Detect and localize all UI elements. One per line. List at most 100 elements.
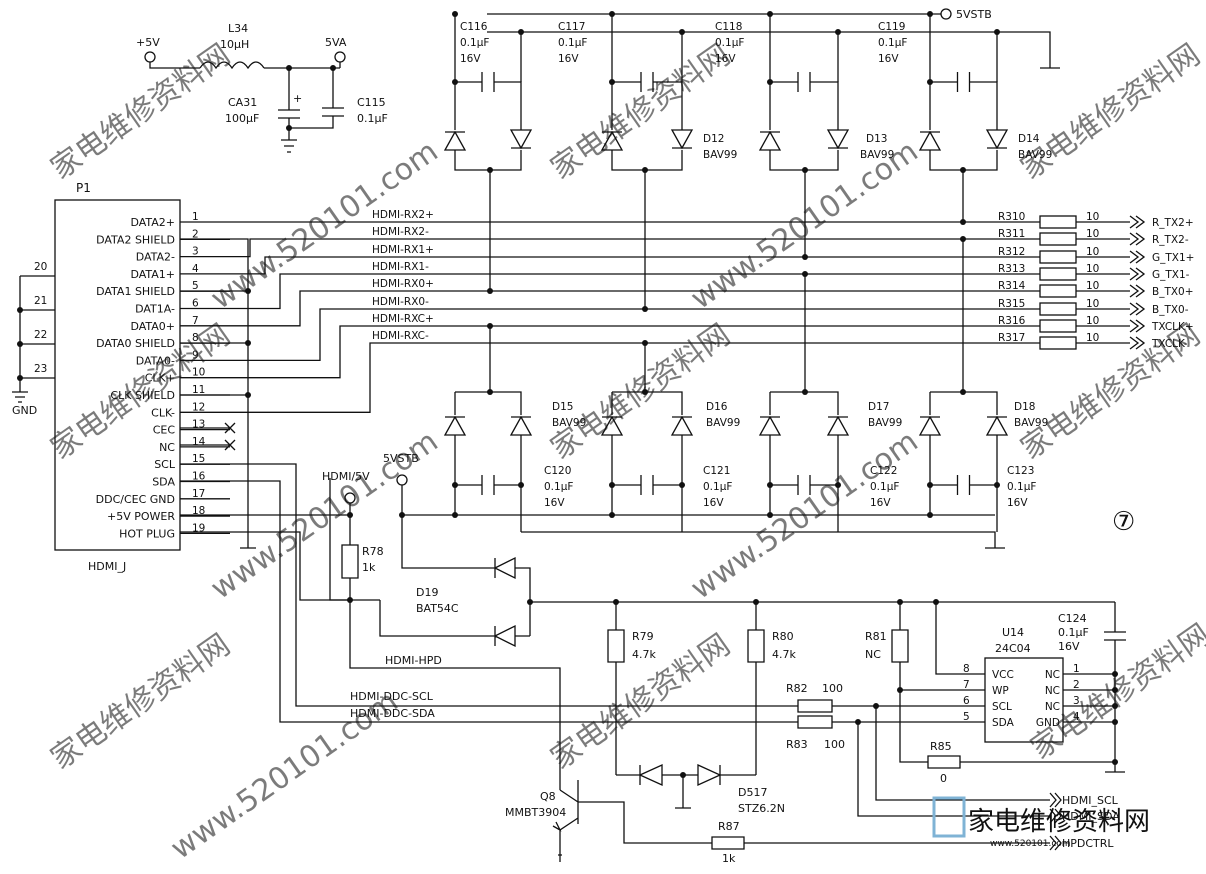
pin-number: 14 <box>192 436 206 448</box>
net-label: HDMI-RX0- <box>372 296 429 308</box>
pin-label: SDA <box>152 476 175 489</box>
cap-value: 0.1μF <box>878 37 907 49</box>
cap-ca31 <box>278 68 300 153</box>
resistor-value: 10 <box>1086 211 1099 223</box>
label-5v: +5V <box>136 36 160 49</box>
diode-ref: D12 <box>703 133 724 145</box>
diode-ref: D16 <box>706 401 728 413</box>
resistor-value: 10 <box>1086 228 1099 240</box>
cap-voltage: 16V <box>703 497 724 509</box>
cap-voltage: 16V <box>558 53 579 65</box>
clamp-diodes-bottom: C1200.1μF16VD15BAV99C1210.1μF16VD16BAV99… <box>443 236 1048 549</box>
connector-name: HDMI_J <box>88 560 126 573</box>
label-r81-val: NC <box>865 648 881 661</box>
resistor-ref: R314 <box>998 280 1026 292</box>
output-signal: R_TX2- <box>1152 234 1189 246</box>
output-signal: G_TX1+ <box>1152 252 1194 264</box>
label-hdmi5v: HDMI/5V <box>322 470 370 483</box>
pin-number: 12 <box>192 401 205 413</box>
out-hdmi-scl: HDMI_SCL <box>1062 794 1119 807</box>
ground-pin-number: 22 <box>34 329 47 341</box>
page-marker: ⑦ <box>1112 507 1135 537</box>
resistor-value: 10 <box>1086 280 1099 292</box>
terminal-5v <box>144 51 156 63</box>
label-u14: U14 <box>1002 626 1024 639</box>
cap-value: 0.1μF <box>703 481 732 493</box>
diode-ref: D18 <box>1014 401 1035 413</box>
pin-number: 10 <box>192 367 205 379</box>
label-c124-v: 16V <box>1058 640 1080 653</box>
u14-pin-number: 1 <box>1073 663 1080 675</box>
diode-part: BAV99 <box>552 417 586 429</box>
output-signal: TXCLK+ <box>1151 321 1194 333</box>
pin-label: DAT1A- <box>135 303 175 316</box>
series-resistor <box>1039 319 1077 333</box>
pin-label: DATA2- <box>136 251 175 264</box>
power-filter: +5V L34 10μH 5VA + CA31 100μF C115 0.1μF <box>136 22 388 153</box>
label-r82-val: 100 <box>822 682 843 695</box>
ground-pin-number: 20 <box>34 261 47 273</box>
label-c124-val: 0.1μF <box>1058 626 1089 639</box>
pin-label: DATA1+ <box>130 268 175 281</box>
cap-value: 0.1μF <box>544 481 573 493</box>
ground-pin-number: 23 <box>34 363 47 375</box>
watermark-text: 家电维修资料网 <box>45 627 237 776</box>
label-ca31-val: 100μF <box>225 112 259 125</box>
pin-number: 17 <box>192 488 205 500</box>
diode-part: BAV99 <box>706 417 740 429</box>
series-resistor <box>1039 284 1077 298</box>
label-5vstb-top: 5VSTB <box>956 8 992 21</box>
pin-number: 3 <box>192 246 199 258</box>
u14-pin-number: 2 <box>1073 679 1080 691</box>
resistor-ref: R316 <box>998 315 1026 327</box>
series-resistor <box>1039 250 1077 264</box>
cap-ref: C117 <box>558 21 585 33</box>
cap-ref: C122 <box>870 465 897 477</box>
u14-pin-name: NC <box>1045 669 1060 681</box>
u14-pin-number: 5 <box>963 711 970 723</box>
label-q8-part: MMBT3904 <box>505 806 566 819</box>
diode-ref: D15 <box>552 401 573 413</box>
cap-value: 0.1μF <box>558 37 587 49</box>
label-r83-val: 100 <box>824 738 845 751</box>
terminal-5vstb <box>940 8 952 20</box>
resistor-value: 10 <box>1086 246 1099 258</box>
label-r85-val: 0 <box>940 772 947 785</box>
net-sda: HDMI-DDC-SDA <box>350 707 435 720</box>
diode-ref: D14 <box>1018 133 1040 145</box>
net-label: HDMI-RXC+ <box>372 313 434 325</box>
u14-pin-number: 4 <box>1073 711 1080 723</box>
pin-label: DATA0 SHIELD <box>96 337 175 350</box>
connector-body <box>54 199 181 551</box>
cap-voltage: 16V <box>460 53 481 65</box>
pin-label: HOT PLUG <box>119 527 175 540</box>
series-resistor <box>1039 267 1077 281</box>
cap-voltage: 16V <box>715 53 736 65</box>
label-u14-part: 24C04 <box>995 642 1031 655</box>
polarity-plus: + <box>293 92 302 105</box>
label-r82: R82 <box>786 682 808 695</box>
label-d517: D517 <box>738 786 767 799</box>
u14-pin-name: SDA <box>992 717 1015 729</box>
pin-label: +5V POWER <box>107 510 175 523</box>
pin-label: DATA0+ <box>130 320 175 333</box>
pin-label: CEC <box>153 424 176 437</box>
diode-ref: D13 <box>866 133 887 145</box>
series-resistor <box>1039 232 1077 246</box>
pin-number: 7 <box>192 315 199 327</box>
site-logo: 家电维修资料网 www.520101.com <box>932 796 1150 849</box>
series-resistor <box>1039 336 1077 350</box>
resistor-ref: R313 <box>998 263 1025 275</box>
out-hpdctrl: HPDCTRL <box>1062 837 1114 850</box>
u14-pin-number: 8 <box>963 663 970 675</box>
label-ca31: CA31 <box>228 96 257 109</box>
resistor-ref: R315 <box>998 298 1025 310</box>
u14-pin-number: 7 <box>963 679 970 691</box>
pin-label: NC <box>159 441 175 454</box>
label-r85: R85 <box>930 740 952 753</box>
label-d517-part: STZ6.2N <box>738 802 785 815</box>
pin-label: SCL <box>154 458 176 471</box>
eeprom-u14 <box>984 657 1064 743</box>
label-r80: R80 <box>772 630 794 643</box>
label-r83: R83 <box>786 738 808 751</box>
